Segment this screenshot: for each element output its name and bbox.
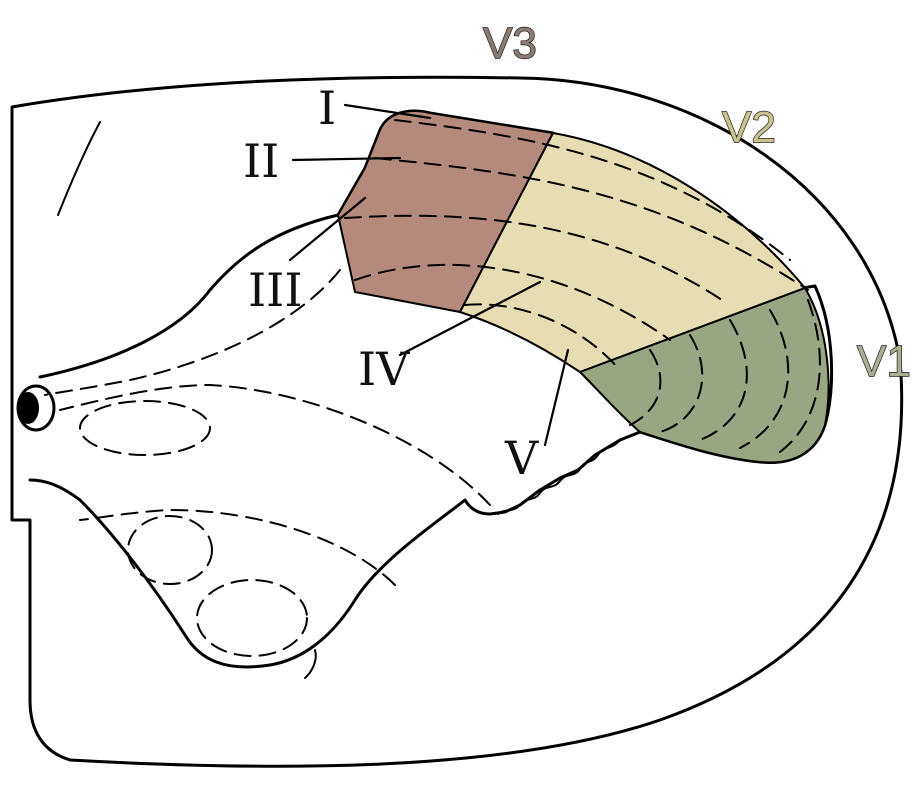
layer-label-V: V bbox=[504, 431, 539, 485]
v1-arc-5 bbox=[629, 349, 662, 426]
dorsal-curve-stroke bbox=[57, 121, 101, 216]
leader-V bbox=[543, 348, 570, 447]
oval-nucleus-1 bbox=[79, 400, 211, 456]
layer-boundary-1 bbox=[394, 119, 791, 261]
v1-arc-3 bbox=[699, 319, 748, 441]
layer-boundary-5 bbox=[464, 303, 619, 369]
oval-nucleus-3 bbox=[196, 579, 308, 657]
zone-label-v2: V2 bbox=[722, 103, 776, 152]
zone-label-v3: V3 bbox=[483, 19, 537, 68]
layer-boundary-4 bbox=[354, 263, 671, 341]
layer-label-IV: IV bbox=[358, 342, 410, 396]
leader-II bbox=[291, 156, 402, 162]
layer-label-III: III bbox=[248, 263, 303, 317]
ventral-small-stroke bbox=[304, 649, 317, 679]
leader-IV bbox=[398, 280, 542, 357]
layer-label-II: II bbox=[243, 134, 279, 188]
layer-boundary-3 bbox=[344, 214, 723, 301]
leader-III bbox=[288, 196, 367, 262]
inner-boundary-upper bbox=[44, 269, 341, 396]
zone-label-v1: V1 bbox=[857, 337, 911, 386]
zone-v1-region bbox=[578, 286, 830, 464]
zone-v3-region bbox=[336, 110, 555, 314]
inner-boundary-lower bbox=[79, 508, 396, 586]
leader-I bbox=[343, 103, 432, 120]
central-canal-dot bbox=[17, 392, 39, 424]
inner-boundary-middle bbox=[59, 383, 491, 506]
zone-v2-region bbox=[458, 131, 807, 374]
layer-label-I: I bbox=[318, 81, 336, 135]
outer-outline bbox=[10, 75, 904, 768]
layer-boundary-2 bbox=[374, 157, 809, 291]
v1-arc-4 bbox=[659, 334, 704, 433]
wavy-edge bbox=[497, 439, 621, 515]
v1-arc-2 bbox=[739, 309, 790, 449]
v1-arc-1 bbox=[779, 299, 821, 453]
oval-nucleus-2 bbox=[127, 515, 213, 585]
